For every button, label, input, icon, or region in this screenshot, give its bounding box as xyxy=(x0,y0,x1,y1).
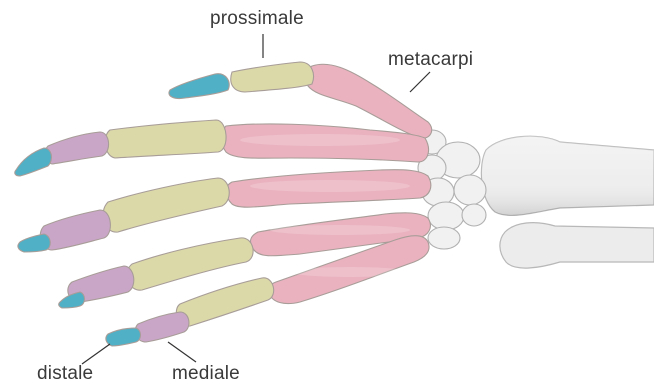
index-finger xyxy=(15,120,429,176)
thumb-proximal-phalanx xyxy=(231,62,314,92)
leader-line-mediale xyxy=(168,342,196,362)
label-mediale: mediale xyxy=(172,363,240,385)
little-middle-phalanx xyxy=(135,312,189,342)
leader-line-metacarpi xyxy=(410,72,430,92)
little-proximal-phalanx xyxy=(176,278,273,326)
ulna-bone xyxy=(500,223,654,268)
ring-proximal-phalanx xyxy=(127,238,253,290)
index-proximal-phalanx xyxy=(105,120,226,158)
label-prossimale: prossimale xyxy=(210,8,304,30)
ring-distal-phalanx xyxy=(59,292,85,308)
index-middle-phalanx xyxy=(45,132,109,164)
little-distal-phalanx xyxy=(106,328,141,346)
carpal-bone xyxy=(428,202,464,230)
label-metacarpi: metacarpi xyxy=(388,49,473,71)
thumb-distal-phalanx xyxy=(169,74,229,99)
middle-distal-phalanx xyxy=(18,234,50,252)
forearm-bones xyxy=(481,136,654,268)
carpal-bone xyxy=(454,175,486,205)
index-distal-phalanx xyxy=(15,148,52,176)
middle-proximal-phalanx xyxy=(103,178,229,232)
leader-line-distale xyxy=(82,344,110,364)
carpal-bone xyxy=(428,227,460,249)
label-distale: distale xyxy=(37,363,93,385)
carpal-bone xyxy=(462,204,486,226)
